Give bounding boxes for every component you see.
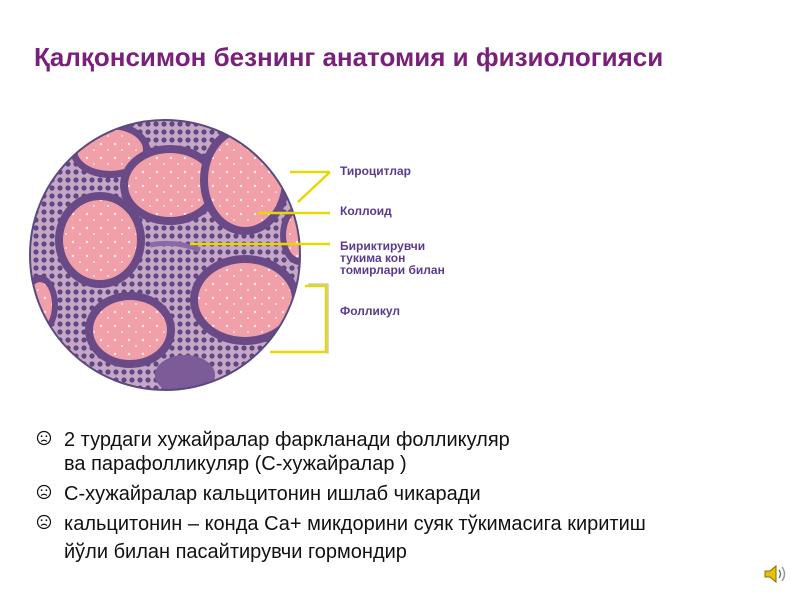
bullet-text-3a: кальцитонин – конда Са+ микдорини суяк т… (64, 513, 646, 535)
frown-icon (36, 430, 52, 446)
bullet-text-2: С-хужайралар кальцитонин ишлаб чикаради (64, 483, 481, 505)
bullet-text-3b: йўли билан пасайтирувчи гормондир (64, 541, 407, 563)
bullet-text-1b: ва парафолликуляр (С-хужайралар ) (64, 453, 407, 475)
frown-icon (36, 484, 52, 500)
label-thyrocytes: Тироцитлар (340, 164, 412, 178)
label-follicle: Фолликул (340, 304, 401, 318)
label-connective-1: Бириктирувчи (340, 239, 426, 253)
leader-lines (190, 170, 331, 354)
speaker-icon[interactable] (762, 562, 790, 586)
micrograph-border (29, 119, 301, 391)
label-connective-2: тукима кон (340, 251, 406, 265)
label-colloid: Коллоид (340, 204, 392, 218)
frown-icon (36, 514, 52, 530)
slide-title: Қалқонсимон безнинг анатомия и физиологи… (34, 42, 664, 72)
micrograph (30, 120, 300, 390)
label-connective-3: томирлари билан (340, 263, 445, 277)
bullet-text-1a: 2 турдаги хужайралар фаркланади фолликул… (64, 429, 510, 451)
